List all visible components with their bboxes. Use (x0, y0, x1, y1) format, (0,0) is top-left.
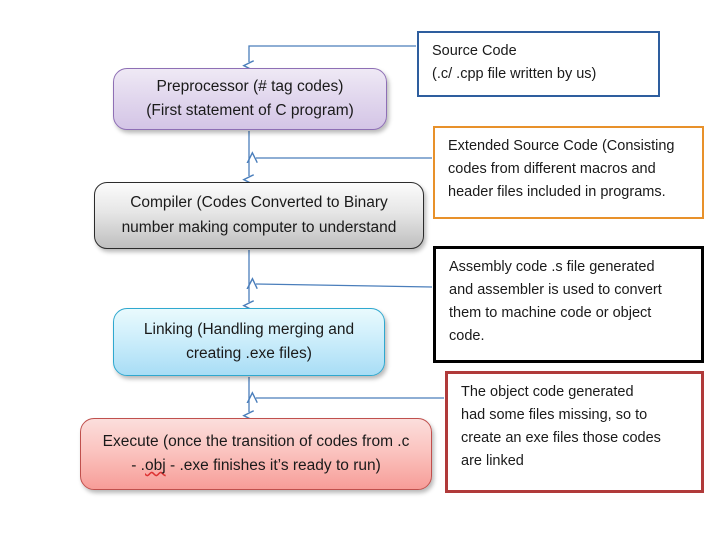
flow-step-preprocessor[interactable]: Preprocessor (# tag codes) (First statem… (113, 68, 387, 130)
note-assembly-code-line3: them to machine code or object (449, 304, 652, 321)
flow-step-preprocessor-line2: (First statement of C program) (146, 102, 354, 119)
note-object-code-line4: are linked (461, 452, 524, 469)
note-source-code-line1: Source Code (432, 43, 517, 59)
note-object-code-line2: had some files missing, so to (461, 406, 648, 423)
flow-step-execute-line2-before: - . (131, 457, 145, 474)
connector-assembly-note-to-trunk (256, 284, 433, 287)
flow-step-execute-text: Execute (once the transition of codes fr… (93, 430, 419, 478)
note-extended-source-code-line2: codes from different macros and (448, 160, 656, 177)
note-extended-source-code-line3: header files included in programs. (448, 183, 666, 200)
note-object-code-line1: The object code generated (461, 384, 634, 400)
flow-step-compiler-line1: Compiler (Codes Converted to Binary (130, 194, 388, 212)
flow-step-preprocessor-line1: Preprocessor (# tag codes) (156, 77, 344, 95)
flow-step-linking[interactable]: Linking (Handling merging and creating .… (113, 308, 385, 376)
flow-step-execute-line1: Execute (once the transition of codes fr… (102, 432, 410, 450)
note-assembly-code-line4: code. (449, 327, 485, 344)
note-assembly-code[interactable]: Assembly code .s file generated and asse… (433, 246, 704, 363)
flow-step-linking-line1: Linking (Handling merging and (143, 320, 355, 338)
flow-step-compiler-text: Compiler (Codes Converted to Binary numb… (107, 191, 411, 239)
connector-source-to-preprocessor (249, 45, 416, 62)
note-object-code[interactable]: The object code generated had some files… (445, 371, 704, 493)
flow-step-execute-line2-after: - .exe finishes it’s ready to run) (165, 457, 381, 474)
flow-step-compiler[interactable]: Compiler (Codes Converted to Binary numb… (94, 182, 424, 249)
note-extended-source-code[interactable]: Extended Source Code (Consisting codes f… (433, 126, 704, 219)
flow-step-preprocessor-text: Preprocessor (# tag codes) (First statem… (126, 75, 374, 123)
note-assembly-code-line2: and assembler is used to convert (449, 281, 662, 298)
flow-step-execute[interactable]: Execute (once the transition of codes fr… (80, 418, 432, 490)
note-object-code-line3: create an exe files those codes (461, 429, 661, 446)
flow-step-linking-text: Linking (Handling merging and creating .… (126, 318, 372, 366)
flow-step-execute-line2: - .obj - .exe finishes it’s ready to run… (131, 457, 381, 474)
note-source-code[interactable]: Source Code (.c/ .cpp file written by us… (417, 31, 660, 97)
flow-step-compiler-line2: number making computer to understand (121, 218, 397, 236)
note-extended-source-code-line1: Extended Source Code (Consisting (448, 138, 675, 154)
flow-step-linking-line2: creating .exe files) (186, 345, 312, 362)
flow-step-execute-misspelled-word: obj (145, 457, 166, 474)
note-source-code-line2: (.c/ .cpp file written by us) (432, 65, 597, 82)
note-assembly-code-line1: Assembly code .s file generated (449, 259, 655, 275)
